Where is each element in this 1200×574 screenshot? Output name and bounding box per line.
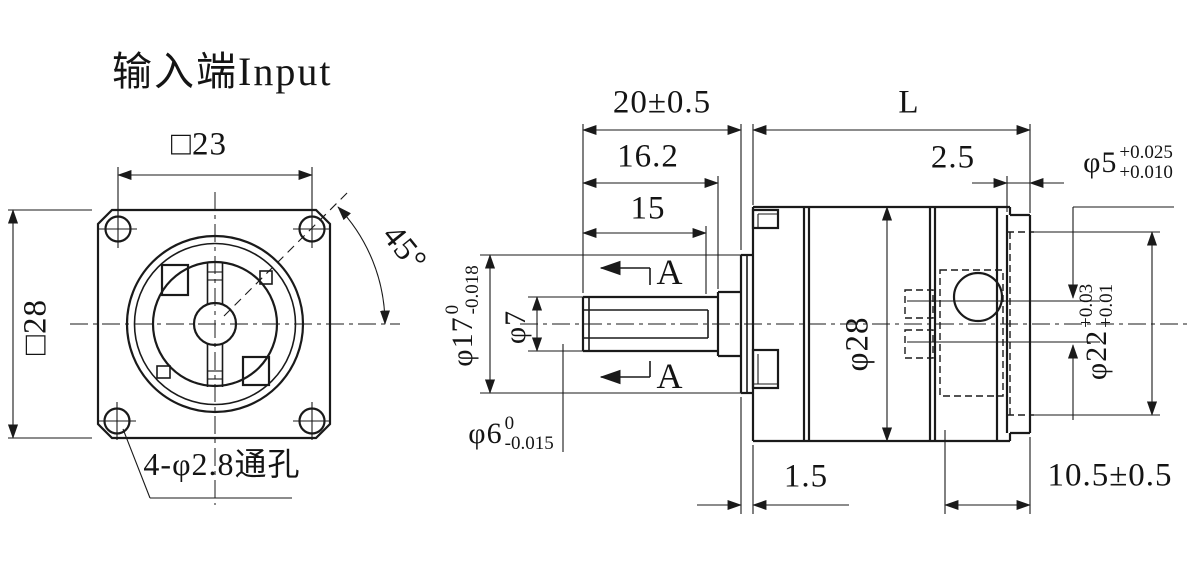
collet-notch [156, 365, 171, 379]
clamp-block [241, 355, 271, 387]
section-arrow [599, 361, 651, 385]
dim-flange-square: □28 [17, 299, 54, 355]
clamp-tab [751, 208, 780, 230]
mounting-hole [98, 402, 136, 440]
collet-notch [259, 270, 273, 285]
dim-hole-callout: 4-φ2.8通孔 [143, 446, 301, 482]
dim-shaft-phi7: φ7 [499, 309, 532, 345]
setscrew-hole [952, 271, 1004, 323]
dim-rear-phi22: φ22 +0.03 +0.01 [1076, 283, 1117, 381]
clamp-block [160, 263, 190, 297]
mounting-hole [293, 210, 331, 248]
gearbox-body [751, 205, 1032, 443]
dim-body-length: L [898, 84, 920, 121]
hidden-hub-lines [904, 231, 1034, 416]
pilot-washer [739, 253, 753, 395]
front-view-geometry [7, 167, 400, 505]
dim-bore-phi6: φ6 0 -0.015 [468, 413, 554, 454]
dim-2-5: 2.5 [930, 139, 976, 176]
section-label-a-top: A [656, 252, 684, 292]
dim-body-phi28: φ28 [839, 316, 876, 372]
clamp-tab [751, 348, 780, 390]
input-shaft [581, 295, 718, 353]
flange-outline [96, 208, 332, 440]
mounting-hole [293, 402, 331, 440]
mounting-hole [99, 210, 137, 248]
dim-pilot-phi17: φ17 0 -0.018 [442, 265, 483, 367]
shaft-collar [716, 290, 741, 358]
dim-shaft-length: 20±0.5 [612, 84, 712, 121]
dim-15: 15 [630, 190, 666, 227]
collet-slit [206, 263, 224, 387]
dim-rear-10-5: 10.5±0.5 [1047, 457, 1173, 494]
dim-bolt-spacing: □23 [171, 126, 227, 163]
section-label-a-bottom: A [656, 356, 684, 396]
side-view-geometry [480, 124, 1192, 514]
dim-16-2: 16.2 [617, 138, 679, 175]
section-arrow [599, 260, 651, 285]
view-title: 输入端Input [112, 49, 333, 94]
dim-washer-1-5: 1.5 [783, 458, 829, 495]
dim-bore-phi5: φ5 +0.025 +0.010 [1083, 142, 1173, 183]
